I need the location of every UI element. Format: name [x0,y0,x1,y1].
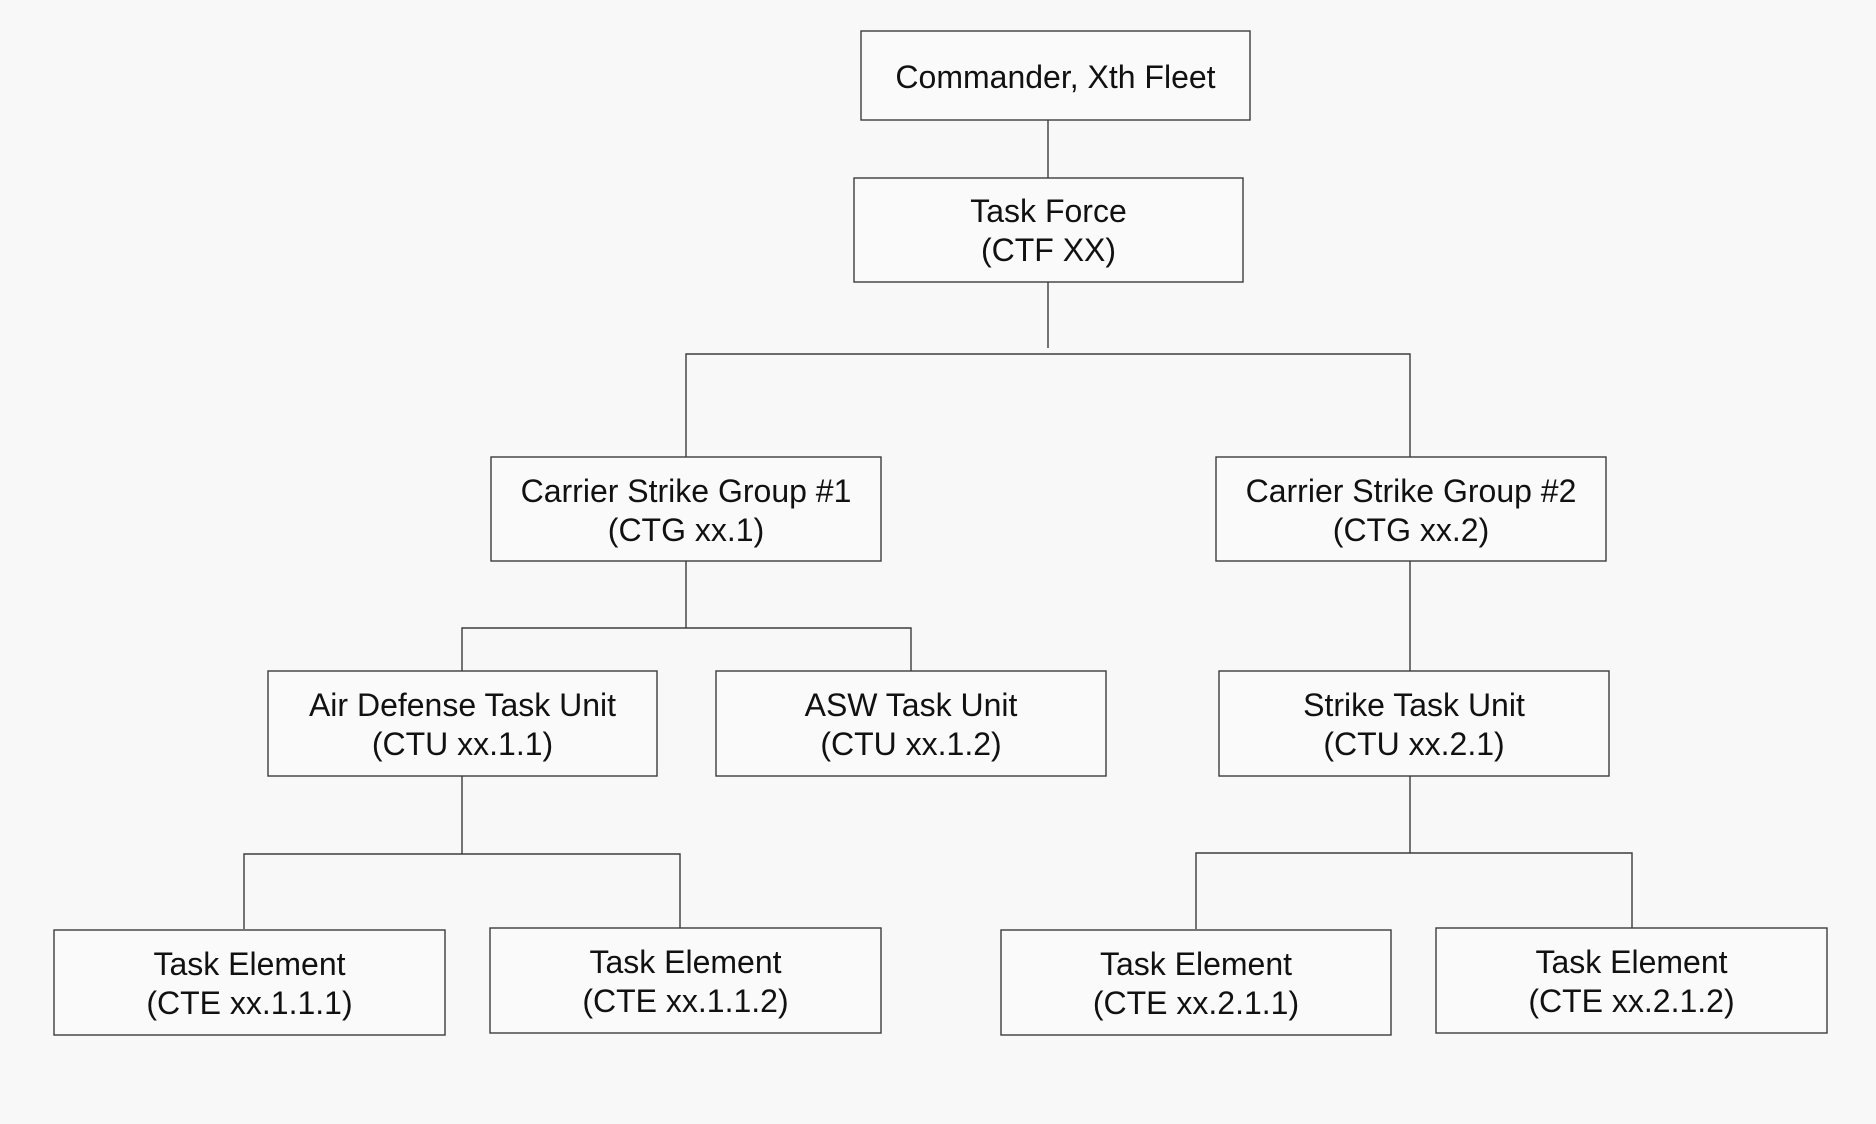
connector-lines [243,120,1633,929]
node-task-force-title: Task Force [970,193,1126,229]
node-air-defense-designator: (CTU xx.1.1) [372,726,553,762]
edge-air-defense-to-elements [243,853,681,929]
node-strike-designator: (CTU xx.2.1) [1323,726,1504,762]
node-strike-task-unit: Strike Task Unit (CTU xx.2.1) [1218,670,1610,777]
node-asw-task-unit: ASW Task Unit (CTU xx.1.2) [715,670,1107,777]
node-asw-designator: (CTU xx.1.2) [820,726,1001,762]
edge-strike-unit-to-elements [1195,852,1633,929]
node-strike-title: Strike Task Unit [1303,687,1525,723]
node-task-force-designator: (CTF XX) [981,232,1116,268]
node-task-element-1-1-1: Task Element (CTE xx.1.1.1) [53,929,446,1036]
node-cte-1-1-1-designator: (CTE xx.1.1.1) [146,985,352,1021]
node-task-element-2-1-1: Task Element (CTE xx.2.1.1) [1000,929,1392,1036]
node-task-element-2-1-2: Task Element (CTE xx.2.1.2) [1435,927,1828,1034]
node-cte-2-1-1-designator: (CTE xx.2.1.1) [1093,985,1299,1021]
node-carrier-strike-group-1: Carrier Strike Group #1 (CTG xx.1) [490,456,882,562]
node-cte-1-1-2-title: Task Element [589,944,781,980]
node-cte-1-1-1-title: Task Element [153,946,345,982]
node-commander-title: Commander, Xth Fleet [895,59,1215,95]
node-cte-2-1-2-designator: (CTE xx.2.1.2) [1528,983,1734,1019]
node-air-defense-task-unit: Air Defense Task Unit (CTU xx.1.1) [267,670,658,777]
node-cte-1-1-2-designator: (CTE xx.1.1.2) [582,983,788,1019]
node-air-defense-title: Air Defense Task Unit [309,687,616,723]
node-carrier-strike-group-2: Carrier Strike Group #2 (CTG xx.2) [1215,456,1607,562]
node-asw-title: ASW Task Unit [805,687,1018,723]
node-task-force: Task Force (CTF XX) [853,177,1244,283]
node-csg1-title: Carrier Strike Group #1 [521,473,852,509]
node-commander: Commander, Xth Fleet [860,30,1251,121]
edge-task-force-to-carrier-groups [685,353,1411,457]
node-csg2-designator: (CTG xx.2) [1333,512,1489,548]
edge-csg1-to-task-units [461,627,912,671]
node-csg1-designator: (CTG xx.1) [608,512,764,548]
node-cte-2-1-1-title: Task Element [1100,946,1292,982]
node-csg2-title: Carrier Strike Group #2 [1246,473,1577,509]
node-task-element-1-1-2: Task Element (CTE xx.1.1.2) [489,927,882,1034]
node-cte-2-1-2-title: Task Element [1535,944,1727,980]
